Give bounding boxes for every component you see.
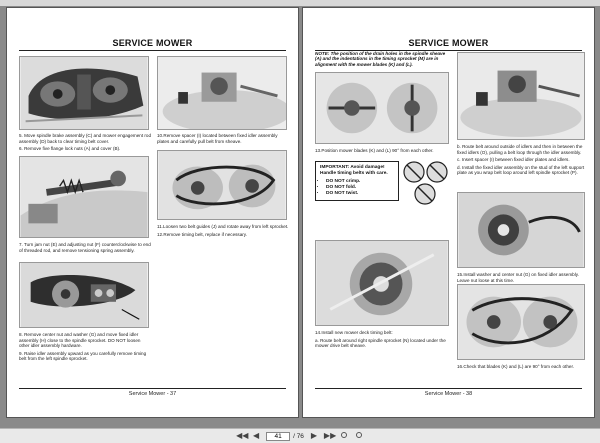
total-pages: / 76 bbox=[293, 432, 304, 440]
previous-page-icon[interactable]: ◀ bbox=[253, 431, 260, 440]
page-footer-left: Service Mower - 37 bbox=[19, 388, 286, 397]
important-item: DO NOT crimp. bbox=[326, 179, 394, 185]
step-14: 14.Install new mower deck timing belt: a… bbox=[315, 330, 449, 351]
important-title: IMPORTANT: Avoid damage! Handle timing b… bbox=[320, 165, 388, 176]
figure-spindle-sprocket bbox=[315, 240, 449, 326]
page-footer-right: Service Mower - 38 bbox=[315, 388, 582, 397]
step-14b: b. Route belt around outside of idlers a… bbox=[457, 144, 583, 155]
step-14-text: 14.Install new mower deck timing belt: bbox=[315, 330, 393, 335]
steps-14b-d: b. Route belt around outside of idlers a… bbox=[457, 144, 587, 178]
step-15: 15.Install washer and center nut (G) on … bbox=[457, 272, 587, 285]
step-14c: c. Insert spacer (I) between fixed idler… bbox=[457, 157, 570, 163]
step-14a: a. Route belt around right spindle sproc… bbox=[315, 337, 446, 349]
important-item: DO NOT fold. bbox=[326, 185, 394, 191]
figure-blades-check bbox=[457, 284, 585, 360]
figure-tension-spring bbox=[19, 156, 149, 238]
step-16: 16.Check that blades (K) and (L) are 90°… bbox=[457, 364, 587, 372]
step-13-text: 13.Position mower blades (K) and (L) 90°… bbox=[315, 148, 434, 153]
step-8: 8. Remove center nut and washer (G) and … bbox=[19, 332, 141, 349]
figure-route-idlers bbox=[457, 52, 585, 140]
steps-8-9: 8. Remove center nut and washer (G) and … bbox=[19, 332, 151, 364]
steps-5-6: 5. Move spindle brake assembly (C) and m… bbox=[19, 133, 151, 154]
step-16-text: 16.Check that blades (K) and (L) are 90°… bbox=[457, 364, 574, 369]
zoom-in-icon[interactable] bbox=[354, 431, 364, 441]
next-page-icon[interactable]: ▶ bbox=[310, 431, 317, 440]
page-header-left: SERVICE MOWER bbox=[19, 38, 286, 51]
step-11: 11.Loosen two belt guides (J) and rotate… bbox=[157, 224, 289, 229]
viewer-title-bar bbox=[0, 0, 600, 6]
important-item: DO NOT twist. bbox=[326, 191, 394, 197]
figure-fixed-idler-nut bbox=[457, 192, 585, 268]
step-12: 12.Remove timing belt, replace if necess… bbox=[157, 231, 248, 237]
viewer-toolbar: ◀◀ ◀ / 76 ▶ ▶▶ bbox=[0, 428, 600, 443]
step-14d: d. Install the fixed idler assembly on t… bbox=[457, 164, 585, 176]
important-box: IMPORTANT: Avoid damage! Handle timing b… bbox=[315, 161, 399, 201]
note-alignment: NOTE: The position of the drain holes in… bbox=[315, 51, 446, 67]
document-page-left: SERVICE MOWER 5. Move spindle brake asse… bbox=[6, 7, 299, 418]
step-10: 10.Remove spacer (I) located between fix… bbox=[157, 133, 289, 146]
page-header-right: SERVICE MOWER bbox=[315, 38, 582, 51]
step-9: 9. Raise idler assembly upward as you ca… bbox=[19, 350, 147, 362]
steps-11-12: 11.Loosen two belt guides (J) and rotate… bbox=[157, 224, 289, 239]
step-5: 5. Move spindle brake assembly (C) and m… bbox=[19, 133, 152, 144]
figure-idler-assembly bbox=[19, 262, 149, 328]
step-6: 6. Remove five flange lock nuts (A) and … bbox=[19, 146, 121, 152]
step-10-text: 10.Remove spacer (I) located between fix… bbox=[157, 133, 278, 144]
zoom-out-icon[interactable] bbox=[339, 431, 349, 441]
figure-spacer bbox=[157, 56, 287, 130]
page-number-input[interactable] bbox=[266, 431, 291, 441]
figure-blades-position bbox=[315, 72, 449, 144]
figure-belt-guides bbox=[157, 150, 287, 220]
figure-belt-handling bbox=[403, 161, 449, 205]
first-page-icon[interactable]: ◀◀ bbox=[236, 431, 249, 440]
document-page-right: SERVICE MOWER NOTE: The position of the … bbox=[302, 7, 595, 418]
step-7: 7. Turn jam nut (E) and adjusting nut (F… bbox=[19, 242, 151, 255]
step-13: 13.Position mower blades (K) and (L) 90°… bbox=[315, 148, 449, 156]
page-indicator: / 76 bbox=[266, 431, 304, 441]
step-7-text: 7. Turn jam nut (E) and adjusting nut (F… bbox=[19, 242, 151, 253]
last-page-icon[interactable]: ▶▶ bbox=[323, 431, 337, 440]
figure-deck-cover bbox=[19, 56, 149, 130]
step-15-text: 15.Install washer and center nut (G) on … bbox=[457, 272, 579, 283]
